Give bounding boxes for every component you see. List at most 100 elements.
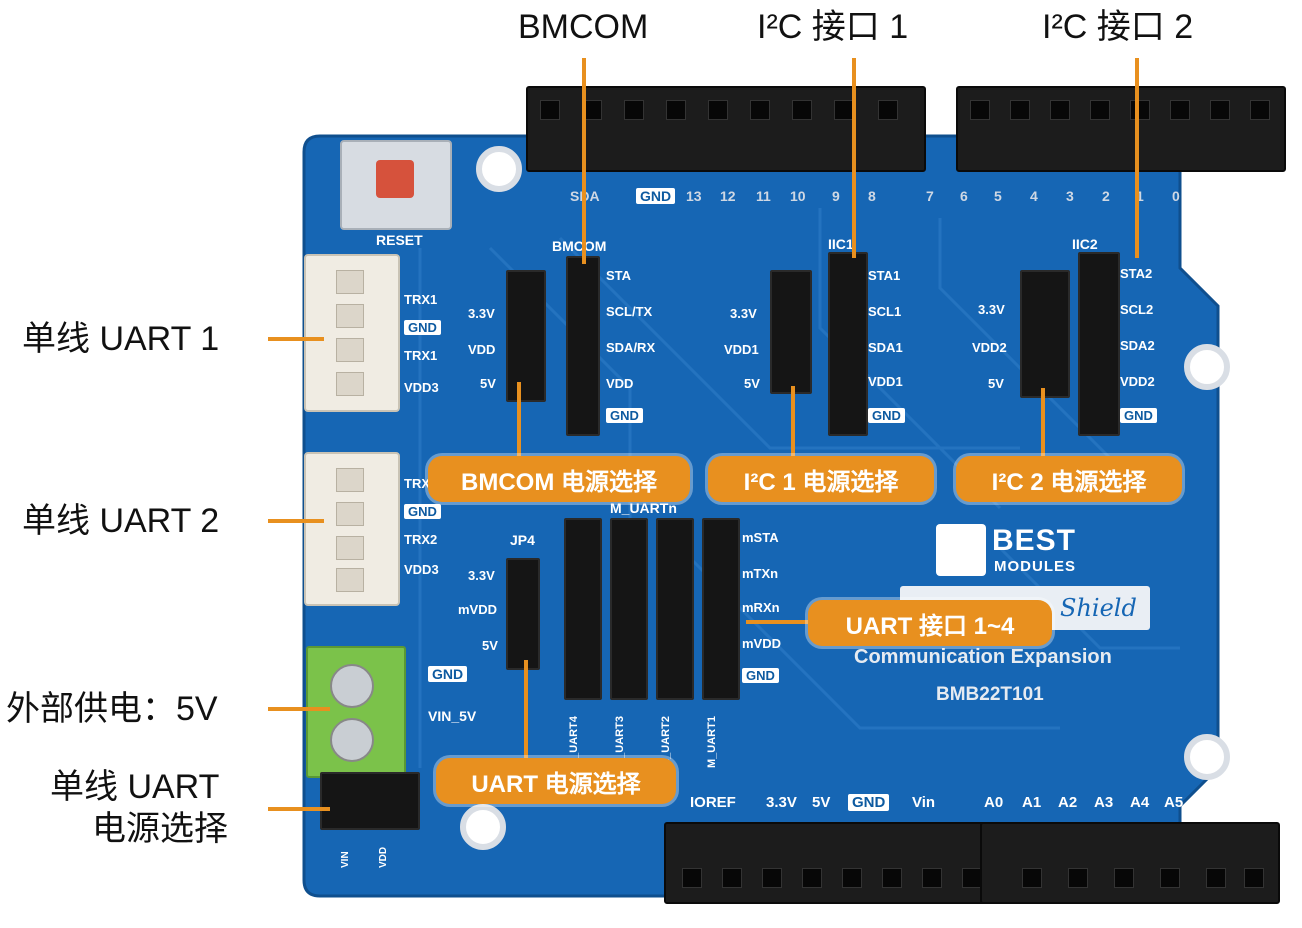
bottom-header-power (664, 822, 1000, 904)
uart1-connector (304, 254, 400, 412)
i2c2-power-jumper[interactable] (1020, 270, 1070, 398)
iic1-pin-scl1: SCL1 (868, 304, 902, 319)
bmcom-pin-sta: STA (606, 268, 632, 283)
top-pin-10: 10 (790, 188, 806, 204)
jp4-3v3: 3.3V (468, 568, 495, 583)
iic2-pin-scl2: SCL2 (1120, 302, 1154, 317)
bottom-pin-5v: 5V (812, 794, 831, 811)
model-text: BMB22T101 (936, 684, 1044, 705)
uart1-pin-trx1b: TRX1 (404, 348, 438, 363)
label-uart-select-line2: 电源选择 (92, 810, 228, 848)
uart2-connector (304, 452, 400, 606)
top-pin-13: 13 (686, 188, 702, 204)
analog-pin-a0: A0 (984, 794, 1004, 811)
analog-pin-a1: A1 (1022, 794, 1042, 811)
terminal-screw-1 (330, 664, 374, 708)
jp1-3v3: 3.3V (730, 306, 757, 321)
m-pin-msta: mSTA (742, 530, 779, 545)
analog-pin-a2: A2 (1058, 794, 1078, 811)
bottom-pin-3v3: 3.3V (766, 794, 797, 811)
label-bmcom: BMCOM (518, 8, 649, 46)
m-pin-gnd: GND (742, 668, 779, 683)
line-i2c1 (852, 58, 856, 258)
line-uart2 (268, 519, 324, 523)
m-uart2-header (656, 518, 694, 700)
bmcom-power-jumper[interactable] (506, 270, 546, 402)
i2c1-power-jumper[interactable] (770, 270, 812, 394)
comm-expansion-text: Communication Expansion (854, 646, 1112, 668)
label-i2c-port-2: I²C 接口 2 (1042, 8, 1194, 46)
jp2-vdd2: VDD2 (972, 340, 1007, 355)
vin-select-vin: VIN (340, 851, 351, 868)
bmcom-header-label: BMCOM (552, 238, 607, 254)
jp-left-3v3: 3.3V (468, 306, 495, 321)
analog-pin-a5: A5 (1164, 794, 1184, 811)
m-pin-mtxn: mTXn (742, 566, 779, 581)
bottom-header-analog (980, 822, 1280, 904)
m-col-uart1: M_UART1 (706, 716, 718, 768)
top-header-right (956, 86, 1286, 172)
terminal-vin5: VIN_5V (428, 708, 477, 724)
m-uart4-header (564, 518, 602, 700)
top-pin-0: 0 (1172, 188, 1180, 204)
best-logo-icon (936, 524, 986, 576)
label-single-uart-1: 单线 UART 1 (22, 320, 220, 358)
reset-cap (376, 160, 414, 198)
jp4-5v: 5V (482, 638, 498, 653)
bmcom-pin-vdd: VDD (606, 376, 634, 391)
uart2-pin-trx2b: TRX2 (404, 532, 438, 547)
pill-uart-power-select: UART 电源选择 (436, 758, 676, 804)
top-pin-6: 6 (960, 188, 968, 204)
line-uart-port (746, 620, 808, 624)
top-pin-7: 7 (926, 188, 934, 204)
line-uart-select (268, 807, 330, 811)
jp4-label: JP4 (510, 532, 535, 548)
jp2-3v3: 3.3V (978, 302, 1005, 317)
line-bmcom (582, 58, 586, 264)
bmcom-header (566, 256, 600, 436)
top-pin-4: 4 (1030, 188, 1038, 204)
pill-i2c1-power-select: I²C 1 电源选择 (708, 456, 934, 502)
power-terminal-block (306, 646, 406, 778)
top-pin-3: 3 (1066, 188, 1074, 204)
iic2-header (1078, 252, 1120, 436)
m-pin-mrxn: mRXn (742, 600, 780, 615)
line-i2c2 (1135, 58, 1139, 258)
bottom-pin-ioref: IOREF (690, 794, 736, 811)
bmcom-pin-gnd: GND (606, 408, 643, 423)
label-i2c-port-1: I²C 接口 1 (757, 8, 909, 46)
brand-best: BEST (992, 524, 1077, 557)
top-pin-8: 8 (868, 188, 876, 204)
pill-bmcom-power-select: BMCOM 电源选择 (428, 456, 690, 502)
top-pin-1: 1 (1136, 188, 1144, 204)
line-uart1 (268, 337, 324, 341)
bottom-pin-vin: Vin (912, 794, 936, 811)
brand-modules: MODULES (994, 558, 1076, 575)
top-pin-12: 12 (720, 188, 736, 204)
mount-hole-bottom-right (1184, 734, 1230, 780)
iic1-pin-sda1: SDA1 (868, 340, 903, 355)
shield-text: Shield (1060, 594, 1137, 622)
iic2-header-label: IIC2 (1072, 236, 1098, 252)
top-pin-gnd: GND (636, 188, 676, 204)
vin-select-vdd: VDD (378, 846, 389, 868)
iic1-pin-sta1: STA1 (868, 268, 901, 283)
line-ext-power (268, 707, 330, 711)
jp1-vdd1: VDD1 (724, 342, 759, 357)
iic1-header-label: IIC1 (828, 236, 854, 252)
shield-board: RESET SDA GND 13 12 11 10 9 8 7 6 5 4 3 … (300, 86, 1286, 904)
uart-power-jumper[interactable] (506, 558, 540, 670)
uart2-pin-vdd3: VDD3 (404, 562, 439, 577)
iic1-pin-gnd: GND (868, 408, 905, 423)
label-uart-select-line1: 单线 UART (50, 768, 220, 806)
analog-pin-a4: A4 (1130, 794, 1150, 811)
iic2-pin-sda2: SDA2 (1120, 338, 1155, 353)
top-pin-5: 5 (994, 188, 1002, 204)
single-uart-power-selector[interactable] (320, 772, 420, 830)
terminal-gnd: GND (428, 666, 468, 682)
top-pin-11: 11 (756, 188, 771, 204)
bmcom-pin-sda: SDA/RX (606, 340, 656, 355)
reset-label: RESET (376, 232, 423, 248)
reset-button[interactable] (340, 140, 452, 230)
